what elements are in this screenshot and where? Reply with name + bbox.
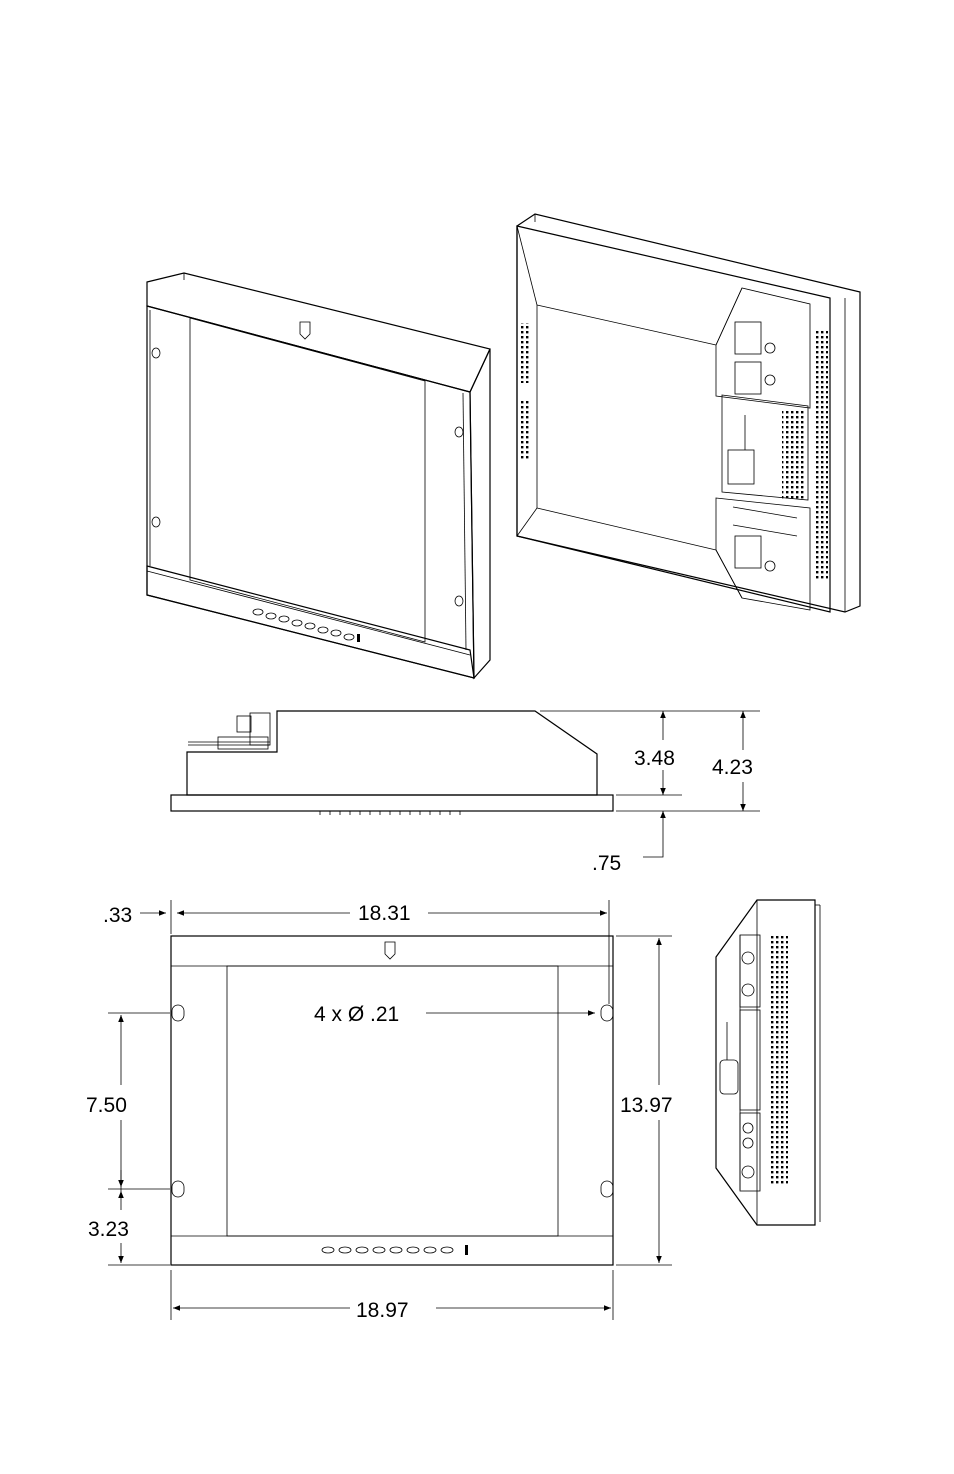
dim-height-total: 13.97 xyxy=(620,1094,673,1117)
mount-holes-iso xyxy=(152,348,463,606)
dim-bezel-depth: .75 xyxy=(592,852,621,875)
rear-side-view xyxy=(716,900,820,1225)
front-ortho-view: 18.31 .33 4 x Ø .21 7.50 3.23 13.97 18.9… xyxy=(86,900,673,1322)
dim-hole-spacing-h: 18.31 xyxy=(358,902,411,925)
dim-hole-spacing-v: 7.50 xyxy=(86,1094,127,1117)
front-isometric-view xyxy=(147,273,490,678)
side-view: 3.48 4.23 .75 xyxy=(171,711,760,875)
mount-holes-ortho xyxy=(172,1005,613,1197)
front-buttons-ortho xyxy=(322,1245,468,1255)
dim-hole-from-bottom: 3.23 xyxy=(88,1218,129,1241)
rear-isometric-view xyxy=(517,214,860,612)
dim-depth-total: 4.23 xyxy=(712,756,753,779)
dim-width-total: 18.97 xyxy=(356,1299,409,1322)
dim-depth-body: 3.48 xyxy=(634,747,675,770)
dim-hole-inset: .33 xyxy=(103,904,132,927)
dim-holes-note: 4 x Ø .21 xyxy=(314,1003,399,1026)
